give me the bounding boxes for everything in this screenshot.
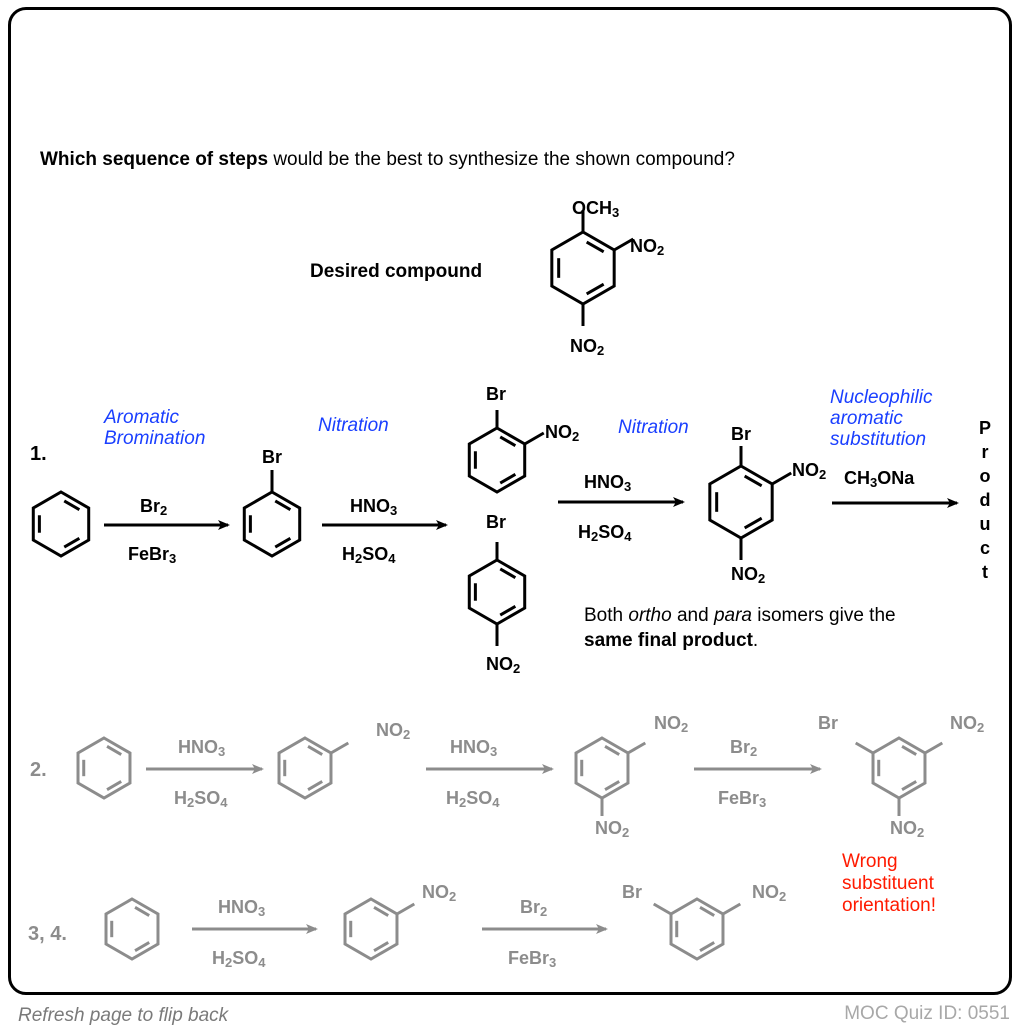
reagent-br2: Br2: [140, 496, 168, 518]
r34-product-no2: NO2: [752, 882, 787, 904]
r2-reagent-br2: Br2: [730, 737, 758, 759]
route-1-number: 1.: [30, 443, 47, 465]
ortho-br: Br: [486, 384, 507, 404]
r34-reagent-hno3: HNO3: [218, 897, 266, 919]
para-br: Br: [486, 512, 507, 532]
reagent-hno3: HNO3: [350, 496, 398, 518]
r2-nitrobenzene-ring: [277, 736, 350, 800]
arrows: [104, 497, 959, 934]
desired-no2-para: NO2: [570, 336, 605, 358]
para-no2: NO2: [486, 654, 521, 676]
reagent-ch3ona: CH3ONa: [844, 468, 915, 490]
benzene-ring: [31, 490, 91, 558]
r2-product-br: Br: [818, 713, 839, 733]
bromobenzene-br: Br: [262, 447, 283, 467]
reagent-hno3-2: HNO3: [584, 472, 632, 494]
ortho-no2: NO2: [545, 422, 580, 444]
bromobenzene-ring: [242, 470, 302, 558]
r34-reagent-br2: Br2: [520, 897, 548, 919]
desired-compound-label: Desired compound: [310, 261, 483, 282]
r2-reagent-hno3-2: HNO3: [450, 737, 498, 759]
quiz-card[interactable]: [8, 7, 1012, 995]
dinitro-no2-ortho: NO2: [792, 460, 827, 482]
r34-product-ring: [652, 897, 742, 961]
r2-product-no2-1: NO2: [950, 713, 985, 735]
dinitrobromobenzene-ring: [708, 446, 792, 560]
r34-reagent-febr3: FeBr3: [508, 948, 557, 970]
r2-dinitro-no2-1: NO2: [654, 713, 689, 735]
reagent-h2so4: H2SO4: [342, 544, 396, 566]
step-name-nitration-1: Nitration: [318, 415, 389, 436]
dinitro-no2-para: NO2: [731, 564, 766, 586]
desired-no2-ortho: NO2: [630, 236, 665, 258]
r34-benzene-ring: [104, 897, 160, 961]
route-2-number: 2.: [30, 759, 47, 781]
reagent-febr3: FeBr3: [128, 544, 177, 566]
quiz-id: MOC Quiz ID: 0551: [844, 1003, 1010, 1024]
desired-compound-ring: [550, 210, 634, 326]
r2-reagent-h2so4: H2SO4: [174, 788, 228, 810]
dinitro-br: Br: [731, 424, 752, 444]
r2-dinitrobenzene-ring: [574, 736, 647, 816]
refresh-hint[interactable]: Refresh page to flip back: [18, 1005, 229, 1026]
route-34-number: 3, 4.: [28, 923, 67, 945]
question-text: Which sequence of steps would be the bes…: [40, 149, 735, 170]
r2-dinitro-no2-2: NO2: [595, 818, 630, 840]
step-name-nitration-2: Nitration: [618, 417, 689, 438]
r34-product-br: Br: [622, 882, 643, 902]
r2-nitrobenzene-no2: NO2: [376, 720, 411, 742]
r2-reagent-hno3: HNO3: [178, 737, 226, 759]
reagent-h2so4-2: H2SO4: [578, 522, 632, 544]
r34-nitrobenzene-ring: [343, 897, 416, 961]
r2-benzene-ring: [76, 736, 132, 800]
para-bromonitrobenzene-ring: [467, 542, 527, 646]
ortho-bromonitrobenzene-ring: [467, 410, 545, 494]
r34-reagent-h2so4: H2SO4: [212, 948, 266, 970]
desired-och3: OCH3: [572, 198, 620, 220]
r2-product-ring: [854, 736, 944, 816]
isomer-note: Both ortho and para isomers give the sam…: [584, 605, 896, 651]
r34-nitrobenzene-no2: NO2: [422, 882, 457, 904]
r2-reagent-h2so4-2: H2SO4: [446, 788, 500, 810]
r2-product-no2-2: NO2: [890, 818, 925, 840]
r2-reagent-febr3: FeBr3: [718, 788, 767, 810]
